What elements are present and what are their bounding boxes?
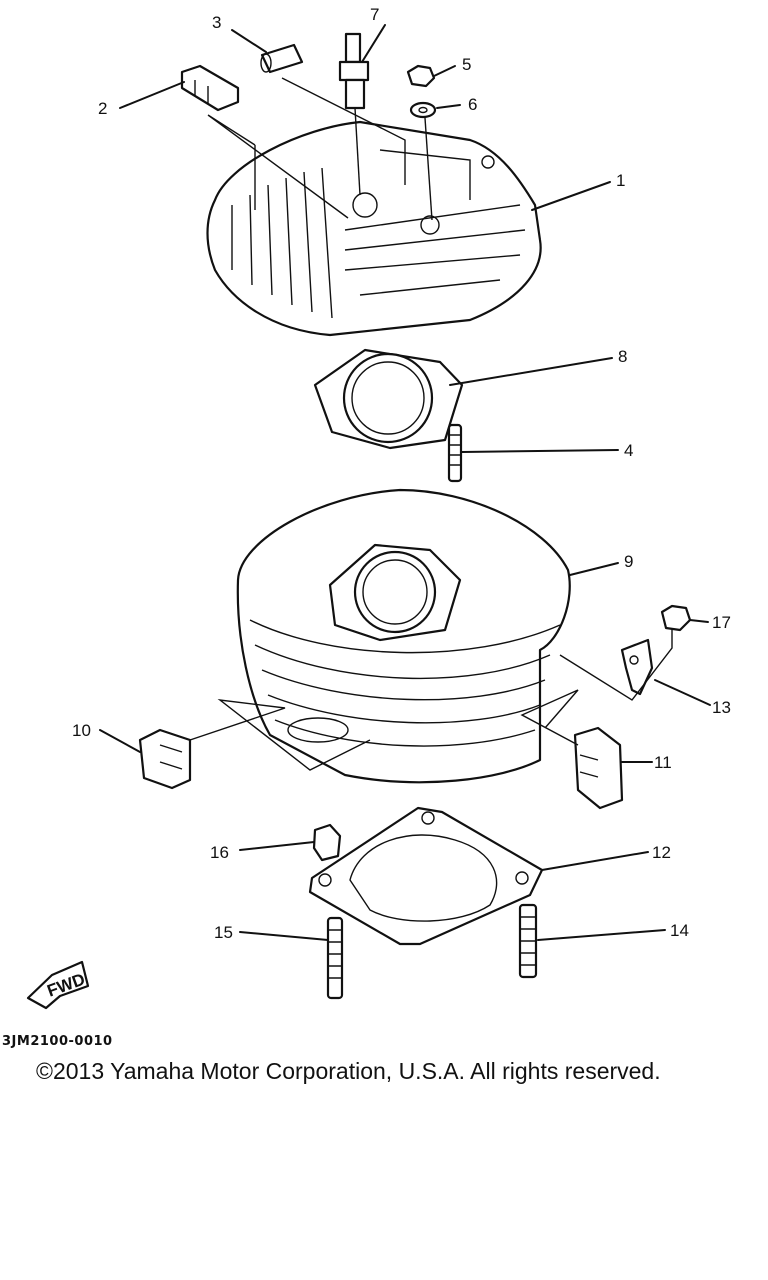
nut-part-17: [660, 604, 692, 632]
stud-part-4: [447, 423, 463, 483]
callout-14: 14: [670, 921, 689, 940]
callout-10: 10: [72, 721, 91, 740]
damper-part-11: [573, 726, 624, 810]
callout-16: 16: [210, 843, 229, 862]
plug-part-16: [312, 823, 342, 862]
callout-4: 4: [624, 441, 633, 460]
damper-part-2: [180, 64, 240, 112]
callout-17: 17: [712, 613, 731, 632]
cylinder-part-9: [236, 488, 571, 784]
copyright-notice: ©2013 Yamaha Motor Corporation, U.S.A. A…: [36, 1058, 661, 1084]
callout-3: 3: [212, 13, 221, 32]
callout-6: 6: [468, 95, 477, 114]
nut-part-5: [406, 64, 436, 88]
stud-part-14: [518, 903, 538, 979]
diagram-code: 3JM2100-0010: [2, 1034, 113, 1049]
callout-12: 12: [652, 843, 671, 862]
cylinder-head: [206, 120, 542, 337]
stud-part-15: [326, 916, 344, 1000]
head-gasket-part-8: [313, 348, 464, 450]
exploded-parts-diagram: FWD 7 3 2 5 6 1 8 4: [26, 5, 731, 1010]
spark-plug-part-7: [338, 32, 370, 110]
washer-part-6: [409, 101, 437, 119]
damper-part-10: [138, 728, 192, 790]
callout-15: 15: [214, 923, 233, 942]
callout-2: 2: [98, 99, 107, 118]
fwd-label: FWD: [45, 970, 88, 1001]
callout-11: 11: [654, 753, 672, 772]
callout-labels: 7 3 2 5 6 1 8 4 9 17 13 10 11 12 16 15 1…: [72, 5, 731, 942]
callout-13: 13: [712, 698, 731, 717]
callout-9: 9: [624, 552, 633, 571]
callout-7: 7: [370, 5, 379, 24]
leader-lines: [99, 24, 711, 941]
forward-arrow-icon: FWD: [26, 960, 90, 1010]
bracket-part-13: [620, 638, 654, 696]
callout-1: 1: [616, 171, 625, 190]
callout-5: 5: [462, 55, 471, 74]
dowel-part-3: [260, 43, 304, 74]
base-gasket-part-12: [308, 806, 544, 946]
callout-8: 8: [618, 347, 627, 366]
